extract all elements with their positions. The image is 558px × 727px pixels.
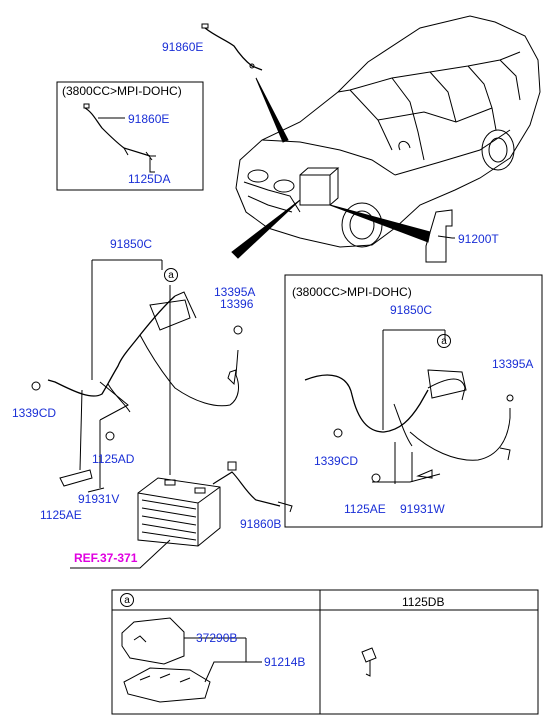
part-1339CD-label: 1339CD xyxy=(12,406,57,420)
inset-1-part-1125DA-label: 1125DA xyxy=(128,172,171,186)
table-header-1125DB: 1125DB xyxy=(402,595,445,609)
inset-2-part-91850C-label: 91850C xyxy=(390,303,433,317)
inset-1-title: (3800CC>MPI-DOHC) xyxy=(62,84,182,98)
inset-2-part-13395A-label: 13395A xyxy=(492,357,534,371)
inset-2-part-91931W-label: 91931W xyxy=(400,502,445,516)
reference-37-371-link[interactable]: REF.37-371 xyxy=(74,551,138,565)
inset-2-callout-a-circle: a xyxy=(437,334,451,348)
part-37290B-label: 37290B xyxy=(196,631,238,645)
inset-2-part-1125AE-label: 1125AE xyxy=(344,502,386,516)
table-header-a: a xyxy=(120,593,134,607)
part-91200T-label: 91200T xyxy=(458,232,499,246)
part-91214B-label: 91214B xyxy=(264,655,306,669)
inset-2-part-1339CD-label: 1339CD xyxy=(314,454,359,468)
part-91931V-label: 91931V xyxy=(78,492,120,506)
part-1125AD-label: 1125AD xyxy=(92,452,135,466)
part-91860B-label: 91860B xyxy=(240,517,282,531)
part-1125AE-label: 1125AE xyxy=(40,508,82,522)
vehicle-illustration xyxy=(235,15,541,248)
part-13396-label: 13396 xyxy=(220,297,254,311)
part-91850C-label: 91850C xyxy=(110,237,153,251)
part-13395A-label: 13395A xyxy=(214,285,256,299)
callout-a-circle: a xyxy=(164,268,178,282)
inset-2-title: (3800CC>MPI-DOHC) xyxy=(292,285,412,299)
battery xyxy=(137,477,221,547)
inset-1-part-91860E-label: 91860E xyxy=(128,112,170,126)
part-91860E-label: 91860E xyxy=(162,40,204,54)
